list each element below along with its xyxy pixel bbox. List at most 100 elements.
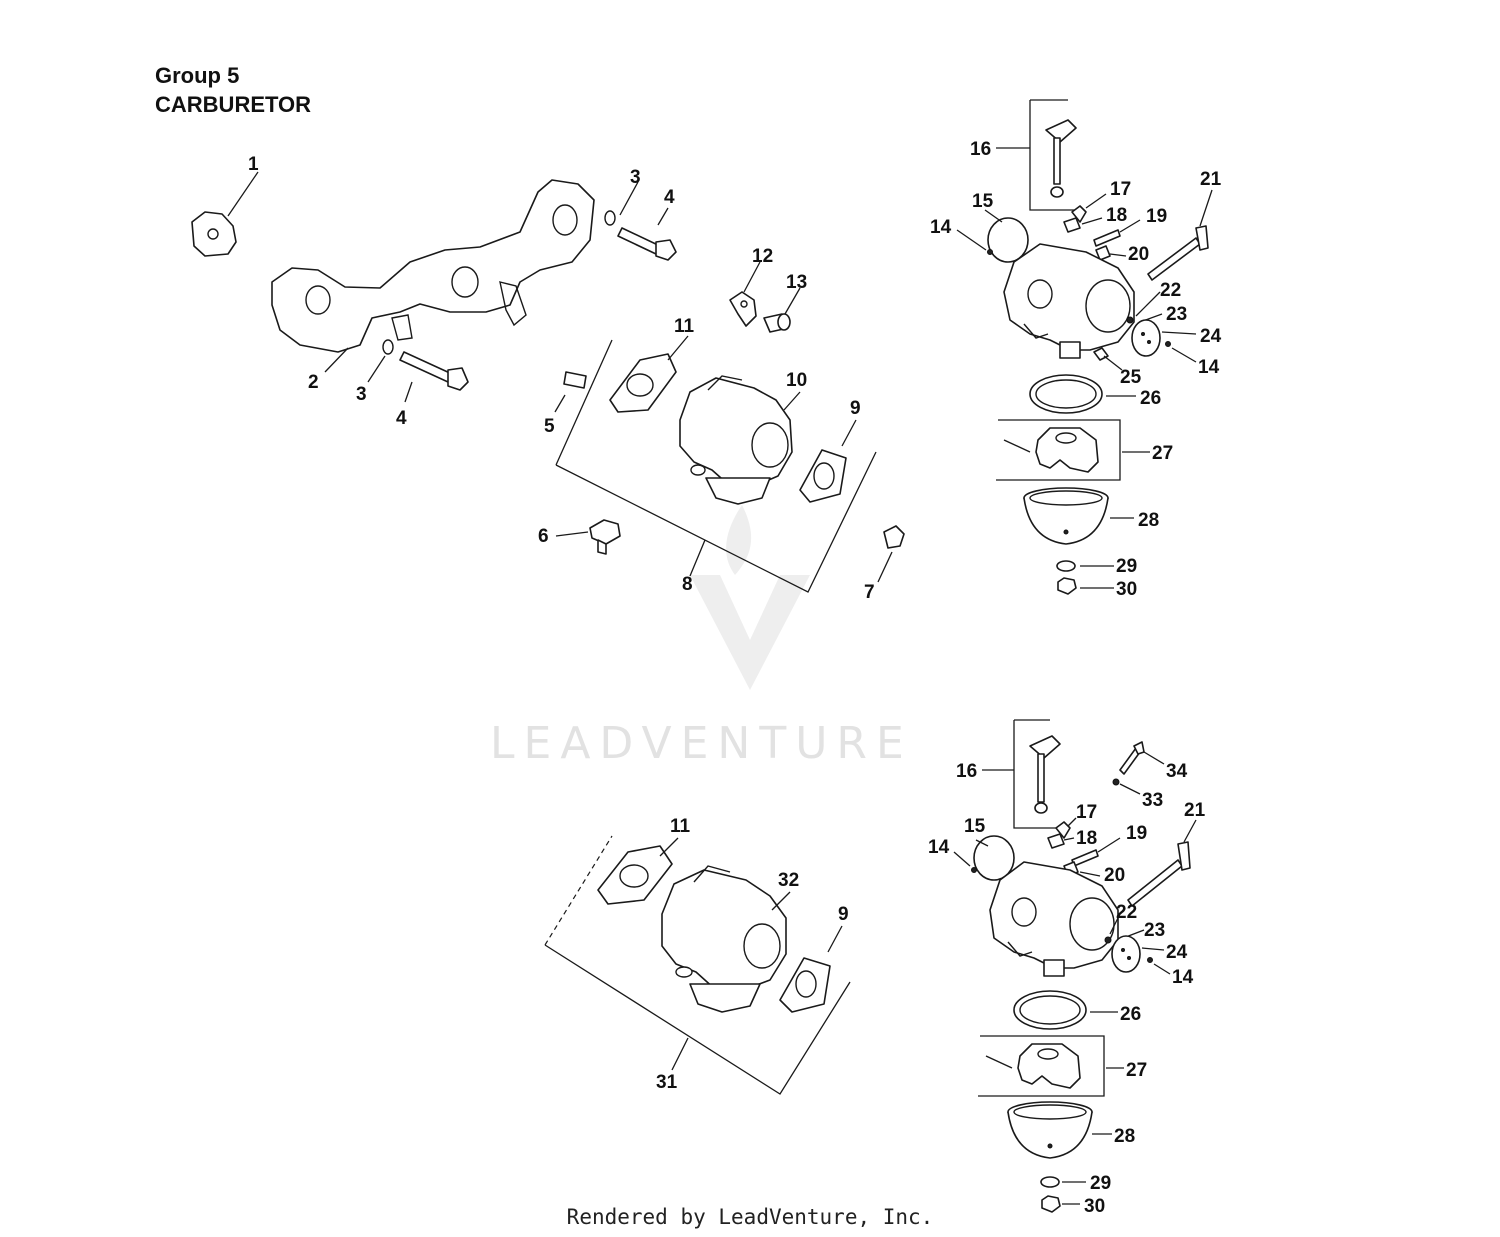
callout-14: 14 — [930, 217, 952, 238]
bolt-part — [399, 351, 469, 391]
float-bowl-part — [1007, 1101, 1093, 1159]
callout-9: 9 — [850, 398, 861, 419]
callout-27: 27 — [1126, 1060, 1147, 1081]
callout-29: 29 — [1090, 1173, 1111, 1194]
screw-part — [1165, 341, 1171, 347]
bolt-part — [1119, 741, 1145, 775]
callout-20: 20 — [1104, 865, 1125, 886]
callout-11: 11 — [674, 316, 695, 337]
choke-bracket-part — [729, 291, 757, 327]
screw-part — [1126, 316, 1134, 324]
callout-11: 11 — [670, 816, 691, 837]
callout-33: 33 — [1142, 790, 1163, 811]
callout-labels: 1 2 3 4 3 4 12 13 11 10 9 5 6 8 7 11 32 … — [248, 139, 1222, 1217]
leader-17b — [1067, 817, 1077, 827]
bracket-27-bottom — [978, 1035, 1105, 1097]
leader-20b — [1079, 871, 1101, 877]
leader-1 — [227, 171, 259, 217]
bracket-8-left — [555, 339, 613, 466]
idle-screw-part — [1093, 229, 1121, 247]
pin-part — [563, 371, 587, 389]
choke-plate-part — [973, 835, 1015, 881]
leader-14b — [1171, 347, 1197, 363]
leader-17a — [1085, 193, 1107, 209]
callout-24: 24 — [1166, 942, 1188, 963]
callout-21: 21 — [1200, 169, 1222, 190]
callout-5: 5 — [544, 416, 555, 437]
leader-9a — [841, 419, 857, 447]
washer-part — [604, 210, 616, 226]
leader-4a — [657, 207, 669, 226]
leader-19b — [1097, 837, 1121, 853]
bowl-nut-part — [1057, 577, 1077, 595]
leader-15b — [975, 839, 989, 847]
leader-13 — [784, 287, 801, 315]
leader-14a — [956, 229, 987, 251]
gasket-part — [609, 353, 677, 413]
callout-24: 24 — [1200, 326, 1222, 347]
gasket-part — [597, 845, 673, 905]
leader-3a — [619, 181, 639, 216]
callout-15: 15 — [964, 816, 986, 837]
footer-credit: Rendered by LeadVenture, Inc. — [567, 1205, 934, 1229]
leader-14c — [953, 851, 971, 867]
leader-22b — [1109, 913, 1121, 935]
callout-15: 15 — [972, 191, 994, 212]
screw-part — [763, 313, 791, 333]
callout-25: 25 — [1120, 367, 1142, 388]
callout-9: 9 — [838, 904, 849, 925]
callout-32: 32 — [778, 870, 799, 891]
screw-part — [1055, 821, 1071, 839]
bracket-27-top — [996, 419, 1121, 481]
leader-21b — [1183, 819, 1197, 843]
spring-part — [1063, 217, 1081, 233]
group-label: Group 5 — [155, 63, 239, 88]
callout-18: 18 — [1076, 828, 1097, 849]
callout-2: 2 — [308, 372, 319, 393]
callout-28: 28 — [1114, 1126, 1135, 1147]
carburetor-body-part — [1003, 243, 1135, 359]
diagram-title: CARBURETOR — [155, 92, 311, 117]
screw-part — [1071, 205, 1087, 223]
choke-shaft-part — [1029, 735, 1061, 814]
callout-7: 7 — [864, 582, 875, 603]
callout-19: 19 — [1146, 206, 1167, 227]
choke-shaft-part — [1045, 119, 1077, 198]
callout-30: 30 — [1116, 579, 1137, 600]
washer-part — [1040, 1176, 1060, 1188]
leader-8 — [689, 539, 706, 577]
callout-30: 30 — [1084, 1196, 1105, 1217]
spring-part — [1095, 245, 1111, 261]
leader-12 — [743, 261, 761, 293]
callout-28: 28 — [1138, 510, 1159, 531]
carburetor-part — [661, 865, 787, 1013]
leader-6 — [555, 531, 589, 537]
callout-3: 3 — [356, 384, 367, 405]
callout-20: 20 — [1128, 244, 1149, 265]
callout-19: 19 — [1126, 823, 1147, 844]
gasket-part — [799, 449, 847, 503]
idle-screw-part — [1071, 849, 1099, 867]
washer-part — [1056, 560, 1076, 572]
bracket-31-left — [544, 835, 613, 946]
washer-part — [382, 339, 394, 355]
nut-part — [883, 525, 905, 549]
callout-13: 13 — [786, 272, 807, 293]
bowl-gasket-part — [1013, 990, 1087, 1030]
carburetor-body-part — [989, 861, 1119, 977]
leader-9b — [827, 925, 843, 953]
leader-24b — [1141, 947, 1165, 951]
callout-31: 31 — [656, 1072, 678, 1093]
leader-18b — [1063, 837, 1075, 841]
callout-17: 17 — [1110, 179, 1131, 200]
leader-11b — [659, 837, 679, 857]
intake-manifold-part — [271, 179, 595, 353]
callout-3: 3 — [630, 167, 641, 188]
callout-17: 17 — [1076, 802, 1097, 823]
leader-32 — [771, 891, 791, 911]
callout-10: 10 — [786, 370, 807, 391]
float-bowl-part — [1023, 487, 1109, 545]
callout-4: 4 — [664, 187, 675, 208]
callout-14: 14 — [1198, 357, 1220, 378]
